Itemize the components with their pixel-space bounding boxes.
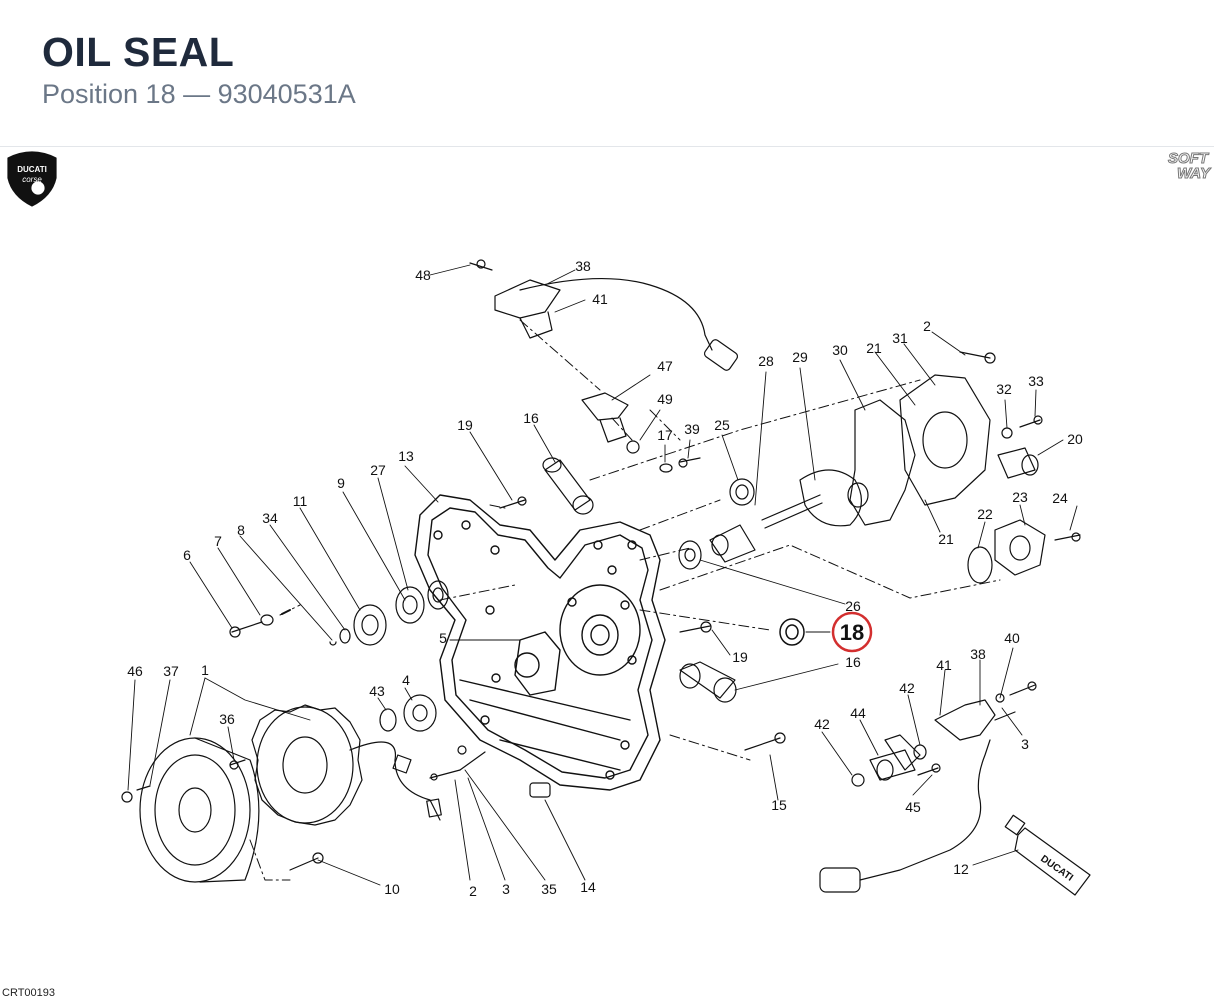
- callout: 20: [1067, 431, 1083, 447]
- callout: 41: [592, 291, 608, 307]
- callout: 27: [370, 462, 386, 478]
- left-logo-text-2: corse: [22, 175, 42, 184]
- callout: 19: [732, 649, 748, 665]
- callout: 42: [814, 716, 830, 732]
- callout: 19: [457, 417, 473, 433]
- callout: 15: [771, 797, 787, 813]
- callout: 1: [201, 662, 209, 678]
- highlighted-callout-label: 18: [840, 620, 864, 645]
- exploded-parts-diagram: DUCATI DUCATI corse 48 38 41 47 49 17 39…: [7, 151, 1091, 899]
- softway-logo: SOFT WAY: [1168, 150, 1211, 183]
- callout: 5: [439, 630, 447, 646]
- callout: 17: [657, 427, 673, 443]
- callout: 3: [502, 881, 510, 897]
- callout: 38: [970, 646, 986, 662]
- callout: 30: [832, 342, 848, 358]
- header: OIL SEAL Position 18 — 93040531A: [42, 28, 356, 111]
- callout: 48: [415, 267, 431, 283]
- water-pump-shaft: [761, 469, 869, 529]
- callout: 37: [163, 663, 179, 679]
- callout: 45: [905, 799, 921, 815]
- callout: 14: [580, 879, 596, 895]
- callout: 2: [469, 883, 477, 899]
- callout: 33: [1028, 373, 1044, 389]
- callout: 9: [337, 475, 345, 491]
- sensor-holder-47: [581, 392, 701, 473]
- callout: 40: [1004, 630, 1020, 646]
- callout: 24: [1052, 490, 1068, 506]
- callout: 12: [953, 861, 969, 877]
- callout: 25: [714, 417, 730, 433]
- sealant-tube-12: [1004, 814, 1091, 896]
- callout: 36: [219, 711, 235, 727]
- callout: 34: [262, 510, 278, 526]
- leader-lines: [127, 264, 1078, 886]
- callout: 8: [237, 522, 245, 538]
- callout-labels: 48 38 41 47 49 17 39 25 28 29 30 21 31 2…: [127, 258, 1083, 899]
- highlighted-callout-18[interactable]: 18: [831, 611, 873, 653]
- callout: 28: [758, 353, 774, 369]
- bushing-16-right: [679, 661, 737, 703]
- callout: 43: [369, 683, 385, 699]
- seal-26: [678, 478, 756, 570]
- screws-bottom: [289, 496, 786, 871]
- callout: 13: [398, 448, 414, 464]
- flywheel-rotor: [121, 737, 260, 883]
- diagram-code: CRT00193: [2, 987, 55, 999]
- callout: 39: [684, 421, 700, 437]
- callout: 31: [892, 330, 908, 346]
- callout: 38: [575, 258, 591, 274]
- bearing-stack-left: [229, 580, 449, 646]
- callout: 44: [850, 705, 866, 721]
- ducati-corse-logo: [7, 151, 57, 207]
- page-subtitle: Position 18 — 93040531A: [42, 79, 356, 109]
- callout: 32: [996, 381, 1012, 397]
- callout: 21: [938, 531, 954, 547]
- callout: 46: [127, 663, 143, 679]
- page-title: OIL SEAL: [42, 29, 235, 75]
- speed-sensor-right: [819, 681, 1037, 893]
- callout: 49: [657, 391, 673, 407]
- stator: [229, 704, 442, 826]
- bushing-16-top: [542, 457, 594, 515]
- callout: 41: [936, 657, 952, 673]
- callout: 23: [1012, 489, 1028, 505]
- callout: 3: [1021, 736, 1029, 752]
- elbow-23: [967, 519, 1081, 584]
- header-divider: [0, 146, 1214, 147]
- bearing-4: [379, 694, 437, 732]
- callout: 47: [657, 358, 673, 374]
- callout: 16: [845, 654, 861, 670]
- callout: 22: [977, 506, 993, 522]
- callout: 11: [293, 493, 308, 509]
- callout: 29: [792, 349, 808, 365]
- callout: 26: [845, 598, 861, 614]
- callout: 2: [923, 318, 931, 334]
- callout: 35: [541, 881, 557, 897]
- callout: 10: [384, 881, 400, 897]
- oil-seal-18: [779, 618, 805, 646]
- callout: 7: [214, 533, 222, 549]
- speed-sensor-top: [469, 259, 739, 371]
- callout: 21: [866, 340, 882, 356]
- callout: 4: [402, 672, 410, 688]
- callout: 6: [183, 547, 191, 563]
- tube-brand-text: DUCATI: [1038, 853, 1075, 883]
- callout: 42: [899, 680, 915, 696]
- callout: 16: [523, 410, 539, 426]
- left-logo-text-1: DUCATI: [17, 165, 47, 174]
- generator-cover: [414, 494, 666, 791]
